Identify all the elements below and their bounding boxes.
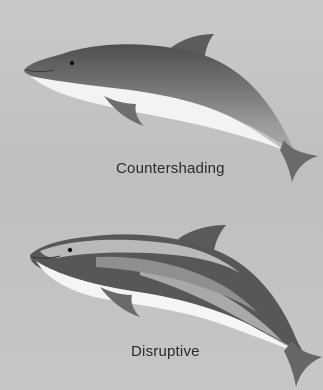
- eye-icon: [68, 248, 72, 252]
- countershading-caption: Countershading: [116, 160, 225, 177]
- disruptive-caption: Disruptive: [131, 343, 200, 360]
- disruptive-dolphin: [0, 195, 323, 390]
- eye-icon: [70, 61, 74, 65]
- countershading-panel: Countershading: [0, 0, 323, 195]
- disruptive-panel: Disruptive: [0, 195, 323, 390]
- tail-fluke: [284, 341, 322, 387]
- tail-fluke: [280, 140, 318, 182]
